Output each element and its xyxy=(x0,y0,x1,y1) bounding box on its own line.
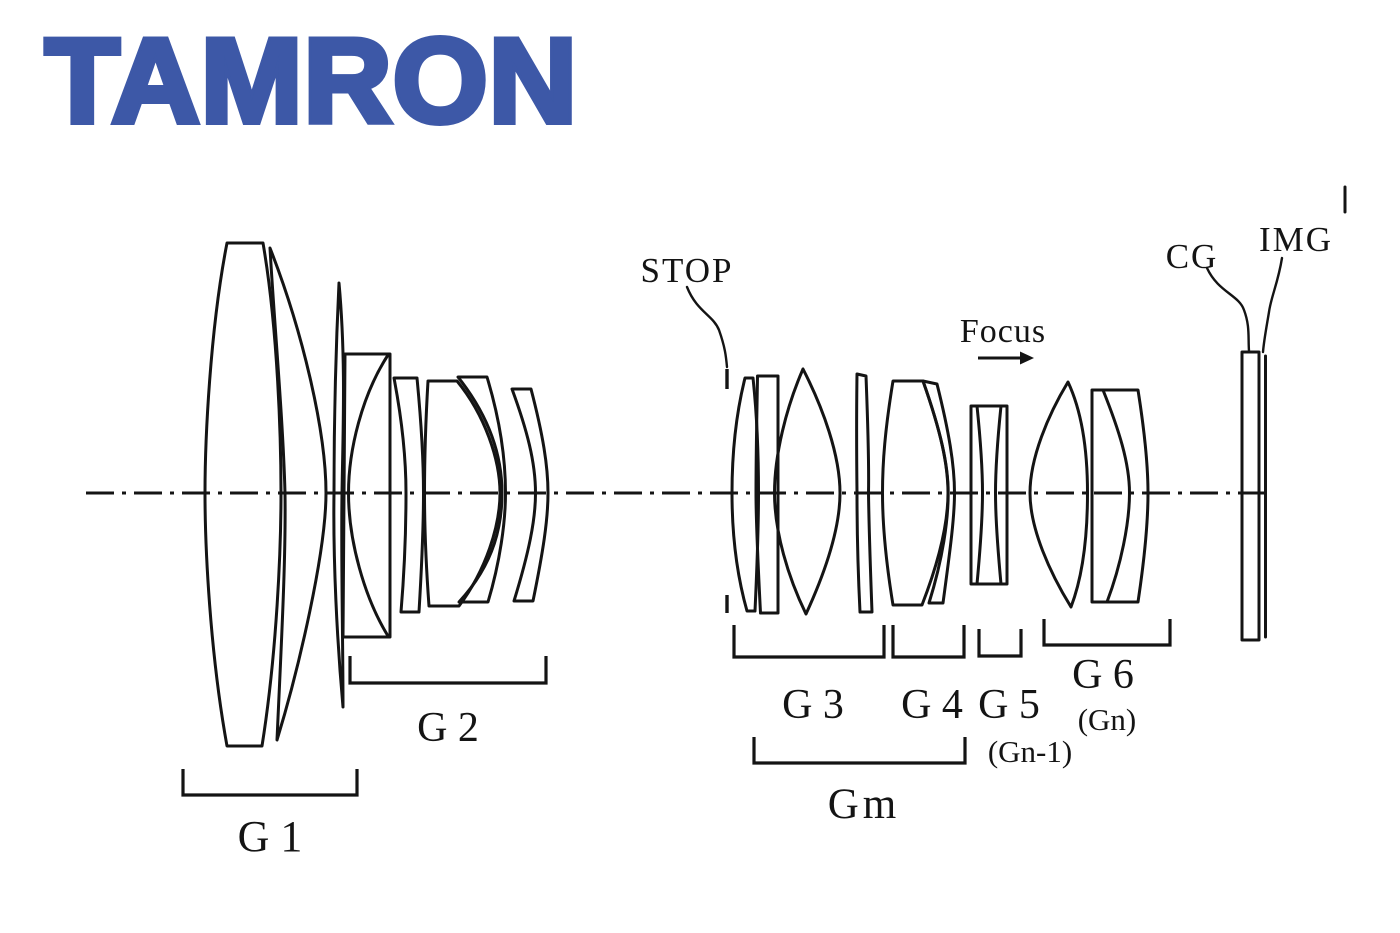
g2-lens-3 xyxy=(423,379,502,608)
g3-bracket xyxy=(732,625,886,659)
g2-lens-5 xyxy=(510,387,550,603)
gm-label: Gm xyxy=(828,781,901,828)
g5-lens-1-right-surface xyxy=(993,404,1003,586)
g5-bracket xyxy=(977,629,1023,658)
g1-label: G 1 xyxy=(238,812,303,861)
g6-alt-label: (Gn) xyxy=(1078,702,1137,737)
g6-bracket xyxy=(1042,619,1172,647)
img-label: IMG xyxy=(1259,220,1333,259)
cover-glass xyxy=(1240,350,1261,642)
g2-lens-4 xyxy=(456,375,507,604)
g5-label: G 5 xyxy=(978,682,1040,728)
g2-lens-1-surface xyxy=(346,353,390,638)
stop-leader-line xyxy=(685,285,729,369)
tamron-logo: TAMRON xyxy=(45,14,578,148)
focus-arrow xyxy=(978,351,1034,365)
cg-leader-line xyxy=(1205,266,1251,353)
lens-group-g2 xyxy=(341,352,550,639)
focus-label: Focus xyxy=(960,313,1046,350)
g1-lens-2 xyxy=(268,246,328,742)
g1-lens-3 xyxy=(332,281,345,709)
g3-label: G 3 xyxy=(782,682,844,728)
g5-alt-label: (Gn-1) xyxy=(988,734,1072,769)
g3-lens-2 xyxy=(754,374,780,615)
g2-lens-2 xyxy=(392,376,425,614)
g2-label: G 2 xyxy=(417,705,479,751)
g4-lens-2 xyxy=(921,379,956,605)
gm-bracket xyxy=(752,737,967,765)
g4-label: G 4 xyxy=(901,682,963,728)
g6-doublet-cement-surface xyxy=(1101,388,1132,604)
lens-group-g4 xyxy=(881,379,956,607)
g5-lens-1-left-surface xyxy=(975,404,985,586)
lens-group-g6 xyxy=(1028,380,1150,609)
g6-lens-1 xyxy=(1028,380,1089,609)
g2-bracket xyxy=(348,656,548,685)
img-leader-line xyxy=(1261,256,1284,354)
g2-lens-1-flange xyxy=(341,352,392,639)
lens-group-g3 xyxy=(730,367,874,616)
g6-label: G 6 xyxy=(1072,652,1134,698)
stop-label: STOP xyxy=(641,251,734,290)
lens-group-g5 xyxy=(969,404,1009,586)
g4-bracket xyxy=(891,625,966,659)
g1-lens-1 xyxy=(203,241,283,748)
g3-lens-1 xyxy=(730,376,760,613)
cg-label: CG xyxy=(1166,237,1219,276)
g6-doublet-outline xyxy=(1090,388,1150,604)
g3-lens-4 xyxy=(855,372,874,614)
g5-lens-1-flange xyxy=(969,404,1009,586)
lens-group-g1 xyxy=(203,241,345,748)
focus-arrow-head xyxy=(1020,351,1034,365)
g3-lens-3 xyxy=(773,367,842,616)
g1-bracket xyxy=(181,769,359,797)
